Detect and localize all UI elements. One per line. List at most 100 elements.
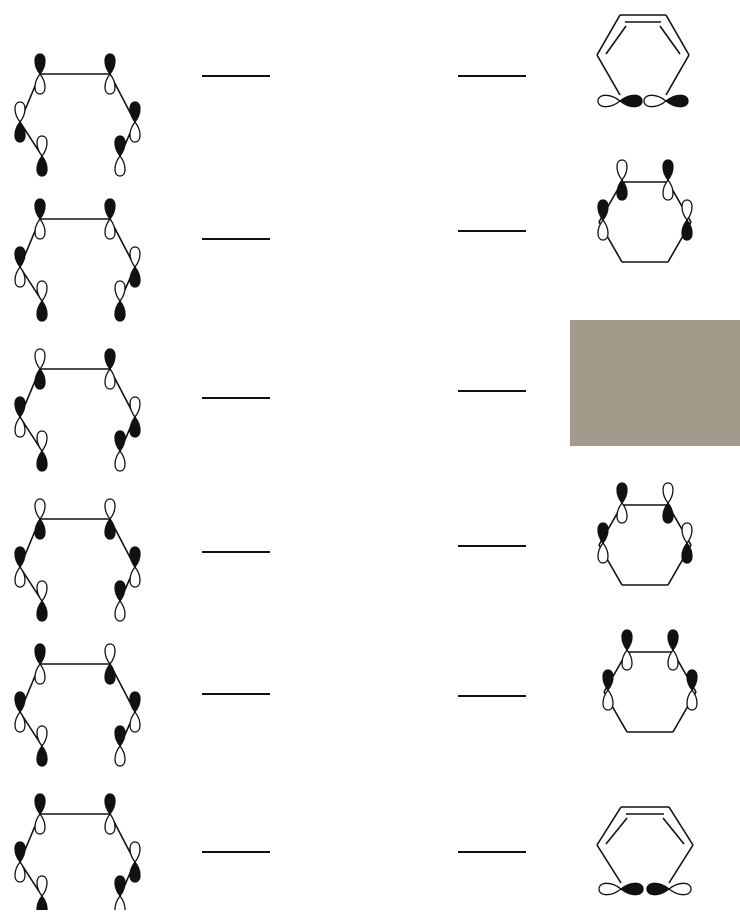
- answer-blank-left[interactable]: [202, 551, 270, 553]
- ring-diagram-2: [598, 160, 692, 262]
- orbital-lobe: [115, 746, 125, 766]
- answer-blank-left[interactable]: [202, 238, 270, 240]
- orbital-lobe: [115, 601, 125, 621]
- orbital-lobe: [130, 692, 140, 712]
- open-chain-diagram: [15, 644, 140, 766]
- orbital-lobe: [115, 301, 125, 321]
- orbital-lobe: [622, 650, 632, 670]
- answer-blank-right[interactable]: [458, 390, 526, 392]
- p-orbital: [15, 547, 25, 587]
- bond-line: [666, 55, 689, 95]
- orbital-lobe: [682, 523, 692, 543]
- double-bond-line: [606, 26, 626, 54]
- cyclohexadiene-diagram-6: [597, 807, 693, 895]
- p-orbital: [115, 281, 125, 321]
- orbital-lobe: [663, 160, 673, 180]
- orbital-lobe: [115, 896, 125, 910]
- orbital-lobe: [15, 862, 25, 882]
- answer-blank-right[interactable]: [458, 75, 526, 77]
- bond-line: [597, 55, 620, 95]
- double-bond-line: [663, 818, 684, 844]
- orbital-lobe: [105, 519, 115, 539]
- answer-blank-right[interactable]: [458, 230, 526, 232]
- orbital-lobe: [617, 160, 627, 180]
- orbital-lobe: [130, 397, 140, 417]
- sigma-orbital-lobe: [620, 95, 642, 106]
- p-orbital: [130, 547, 140, 587]
- orbital-lobe: [617, 483, 627, 503]
- sigma-orbital-lobe: [666, 95, 688, 106]
- orbital-lobe: [37, 301, 47, 321]
- orbital-lobe: [15, 102, 25, 122]
- orbital-lobe: [35, 664, 45, 684]
- orbital-lobe: [622, 630, 632, 650]
- orbital-lobe: [35, 814, 45, 834]
- bond-line: [666, 15, 689, 55]
- open-chain-diagram: [15, 199, 140, 321]
- answer-blank-right[interactable]: [458, 545, 526, 547]
- orbital-lobe: [668, 650, 678, 670]
- orbital-lobe: [115, 451, 125, 471]
- orbital-lobe: [37, 156, 47, 176]
- orbital-lobe: [105, 814, 115, 834]
- double-bond-line: [606, 818, 627, 844]
- orbital-lobe: [37, 876, 47, 896]
- orbital-lobe: [105, 664, 115, 684]
- orbital-lobe: [35, 199, 45, 219]
- answer-blank-right[interactable]: [458, 851, 526, 853]
- p-orbital: [15, 102, 25, 142]
- answer-blank-left[interactable]: [202, 75, 270, 77]
- answer-blank-left[interactable]: [202, 397, 270, 399]
- orbital-lobe: [37, 281, 47, 301]
- p-orbital: [115, 876, 125, 910]
- orbital-lobe: [130, 567, 140, 587]
- orbital-lobe: [130, 102, 140, 122]
- orbital-lobe: [115, 281, 125, 301]
- p-orbital: [617, 483, 627, 523]
- open-chain-diagram: [15, 54, 140, 176]
- p-orbital: [663, 483, 673, 523]
- answer-blank-left[interactable]: [202, 693, 270, 695]
- bond-line: [597, 845, 621, 883]
- orbital-lobe: [115, 156, 125, 176]
- orbital-lobe: [105, 74, 115, 94]
- open-chain-diagram: [15, 794, 140, 910]
- orbital-lobe: [35, 794, 45, 814]
- open-chain-diagram: [15, 499, 140, 621]
- orbital-lobe: [15, 397, 25, 417]
- orbital-lobe: [130, 417, 140, 437]
- p-orbital: [115, 136, 125, 176]
- sigma-orbital-lobe: [599, 883, 621, 894]
- orbital-lobe: [603, 670, 613, 690]
- answer-blank-left[interactable]: [202, 851, 270, 853]
- p-orbital: [663, 160, 673, 200]
- p-orbital: [15, 397, 25, 437]
- orbital-lobe: [37, 601, 47, 621]
- orbital-lobe: [130, 842, 140, 862]
- ring-diagram-4: [598, 483, 692, 585]
- orbital-lobe: [105, 794, 115, 814]
- p-orbital: [15, 247, 25, 287]
- answer-blank-right[interactable]: [458, 695, 526, 697]
- orbital-lobe: [15, 547, 25, 567]
- orbital-lobe: [663, 503, 673, 523]
- orbital-lobe: [15, 712, 25, 732]
- orbital-lobe: [598, 523, 608, 543]
- orbital-lobe: [105, 349, 115, 369]
- orbital-lobe: [37, 451, 47, 471]
- handdrawn-photo: [570, 320, 740, 446]
- orbital-lobe: [115, 136, 125, 156]
- orbital-lobe: [663, 483, 673, 503]
- orbital-lobe: [15, 122, 25, 142]
- orbital-lobe: [115, 581, 125, 601]
- orbital-lobe: [37, 581, 47, 601]
- orbital-lobe: [115, 431, 125, 451]
- orbital-lobe: [682, 200, 692, 220]
- p-orbital: [115, 726, 125, 766]
- orbital-lobe: [115, 726, 125, 746]
- bond-line: [669, 845, 693, 883]
- bond-line: [597, 15, 620, 55]
- p-orbital: [37, 431, 47, 471]
- orbital-lobe: [35, 219, 45, 239]
